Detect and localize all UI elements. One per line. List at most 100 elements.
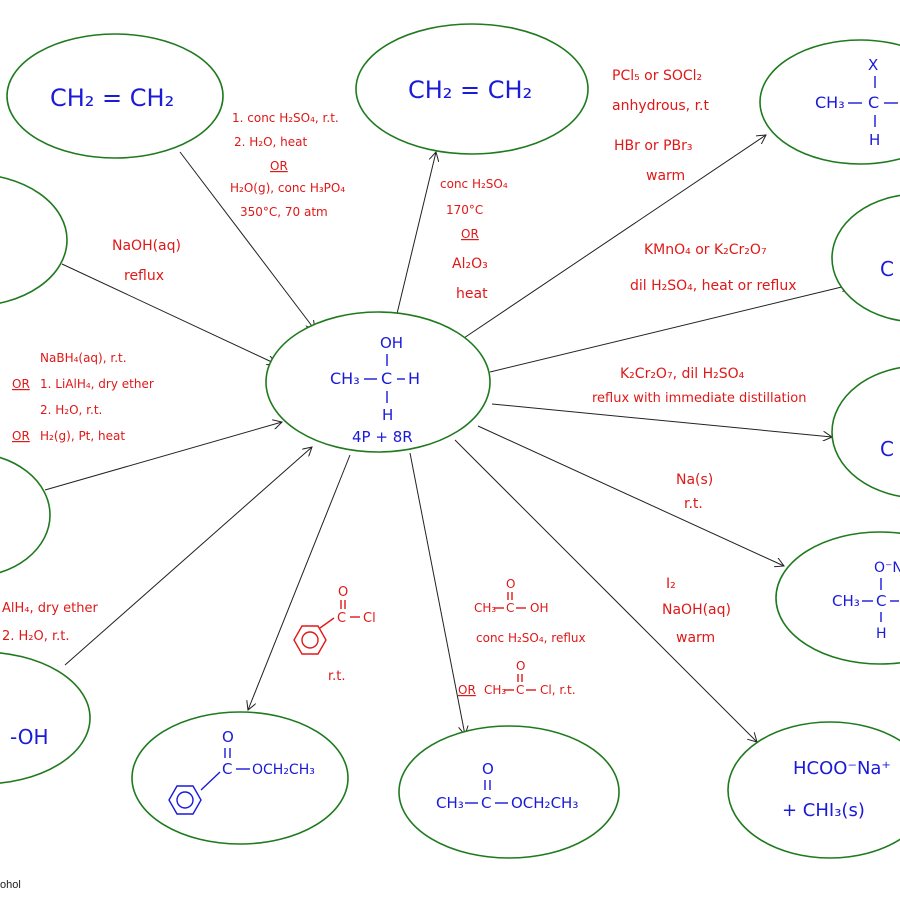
conditions-iodoform: I₂ NaOH(aq) warm (662, 576, 731, 646)
conditions-esterification: O CH₃ C OH conc H₂SO₄, reflux O OR CH₃ C… (458, 577, 586, 697)
arrow-bottom-left-to-ethanol (64, 447, 312, 666)
ester-or: OR (458, 683, 476, 697)
arrow-ethanol-to-iodoform (454, 439, 757, 742)
caption-text: ohol (0, 879, 21, 891)
iodoform-line-3: warm (676, 630, 715, 646)
hydration-line-1: 1. conc H₂SO₄, r.t. (232, 111, 339, 125)
node-bottom-left (0, 652, 91, 784)
ethanol-c: C (381, 369, 392, 388)
arrow-ethanol-to-alkoxide (477, 425, 784, 566)
oxidation-full-line-2: dil H₂SO₄, heat or reflux (630, 278, 797, 294)
ethene-top-formula: CH₂ = CH₂ (408, 76, 532, 104)
ethanol-ch3: CH₃ (330, 369, 360, 388)
arrow-ethanol-to-ethyl-ethanoate (409, 452, 465, 735)
oxidation-full-line-1: KMnO₄ or K₂Cr₂O₇ (644, 242, 767, 258)
conditions-hydration: 1. conc H₂SO₄, r.t. 2. H₂O, heat OR H₂O(… (230, 111, 345, 219)
halogenation-line-4: warm (646, 168, 685, 184)
conditions-lah: AlH₄, dry ether 2. H₂O, r.t. (2, 601, 99, 644)
aldehyde-formula: C (880, 437, 894, 461)
node-carboxylic-acid (831, 194, 900, 322)
sodium-line-2: r.t. (684, 496, 703, 512)
arrow-ethanol-to-aldehyde (491, 403, 832, 437)
iodoform-line-1: I₂ (666, 576, 676, 592)
alkoxide-o: O⁻N (874, 560, 900, 576)
ethyl-ethanoate-ch3: CH₃ (436, 794, 464, 812)
node-left-high (0, 176, 68, 304)
oxidation-partial-line-2: reflux with immediate distillation (592, 391, 806, 406)
alkoxide-c: C (876, 592, 886, 610)
node-ethanol (265, 311, 491, 453)
halogenation-line-1: PCl₅ or SOCl₂ (612, 68, 702, 84)
reduction-line-1: NaBH₄(aq), r.t. (40, 351, 127, 365)
haloalkane-c: C (868, 93, 879, 112)
acyl-chloride-o: O (338, 585, 348, 600)
hydration-line-2: 2. H₂O, heat (234, 135, 308, 149)
ethyl-ethanoate-structure: O CH₃ C OCH₂CH₃ (436, 760, 578, 812)
bottom-left-formula: -OH (10, 725, 49, 749)
node-ethene-top (355, 23, 589, 155)
ethyl-ethanoate-c: C (481, 794, 491, 812)
node-iodoform-products (727, 721, 900, 859)
dehydration-or: OR (461, 227, 479, 241)
dehydration-line-4: heat (456, 286, 488, 302)
reduction-line-4: H₂(g), Pt, heat (40, 429, 125, 443)
ester-acid-ch3: CH₃ (474, 601, 496, 615)
ester-acid-o: O (506, 577, 515, 591)
ester-acid-c: C (506, 601, 514, 615)
oxidation-partial-line-1: K₂Cr₂O₇, dil H₂SO₄ (620, 366, 745, 382)
ethyl-benzoate-structure: O C OCH₂CH₃ (168, 728, 315, 815)
conditions-reduction: NaBH₄(aq), r.t. OR 1. LiAlH₄, dry ether … (12, 351, 154, 443)
ethyl-benzoate-right: OCH₂CH₃ (252, 762, 315, 778)
arrow-ethene-to-ethanol (179, 151, 315, 330)
conditions-halogenation: PCl₅ or SOCl₂ anhydrous, r.t HBr or PBr₃… (612, 68, 709, 184)
ethanol-h-right: H (408, 369, 420, 388)
node-ethyl-benzoate (131, 711, 349, 845)
iodoform-products-line2: + CHI₃(s) (782, 800, 865, 821)
arrow-ethanol-to-haloalkane (457, 135, 766, 343)
ethyl-benzoate-c: C (222, 760, 232, 778)
acyl-chloride-cl: Cl (363, 611, 376, 626)
acyl-chloride-rt: r.t. (328, 669, 346, 684)
ester-acyl-c: C (516, 683, 524, 697)
ester-acyl-cl: Cl, r.t. (540, 683, 576, 697)
alkoxide-ch3: CH₃ (832, 592, 860, 610)
lah-line-1: AlH₄, dry ether (2, 601, 99, 616)
arrow-left-high-to-ethanol (61, 263, 276, 364)
haloalkane-ch3: CH₃ (815, 93, 845, 112)
arrows (44, 135, 850, 742)
arrow-ethanol-to-ethene (394, 152, 436, 323)
ethyl-benzoate-o: O (222, 728, 234, 746)
dehydration-line-2: 170°C (446, 203, 483, 217)
hydration-or: OR (270, 159, 288, 173)
halogenation-line-2: anhydrous, r.t (612, 98, 709, 114)
ethanol-structure: OH CH₃ C H H 4P + 8R (330, 334, 420, 446)
acyl-chloride-c: C (337, 611, 346, 626)
iodoform-line-2: NaOH(aq) (662, 602, 731, 618)
ethanol-h-bottom: H (382, 406, 393, 424)
lah-line-2: 2. H₂O, r.t. (2, 629, 70, 644)
hydration-line-4: 350°C, 70 atm (240, 205, 328, 219)
node-alkoxide (775, 531, 900, 665)
node-ethene-left (6, 33, 224, 159)
reduction-or-1: OR (12, 377, 30, 391)
alkoxide-structure: O⁻N CH₃ C H (832, 560, 900, 642)
ethene-left-formula: CH₂ = CH₂ (50, 84, 174, 112)
sodium-line-1: Na(s) (676, 472, 713, 488)
nodes (0, 23, 900, 859)
haloalkane-x: X (868, 56, 878, 74)
ester-acid-line-2: conc H₂SO₄, reflux (476, 631, 586, 645)
dehydration-line-3: Al₂O₃ (452, 256, 488, 272)
node-aldehyde (831, 366, 900, 498)
ethanol-note: 4P + 8R (352, 428, 413, 446)
reduction-line-2: 1. LiAlH₄, dry ether (40, 377, 154, 391)
conditions-dehydration: conc H₂SO₄ 170°C OR Al₂O₃ heat (440, 177, 508, 302)
ethyl-ethanoate-right: OCH₂CH₃ (511, 794, 578, 812)
conditions-sodium: Na(s) r.t. (676, 472, 713, 512)
hydrolysis-line-1: NaOH(aq) (112, 238, 181, 254)
haloalkane-structure: X CH₃ C H H (815, 56, 898, 149)
ester-acid-oh: OH (530, 601, 548, 615)
arrow-ethanol-to-acid (489, 285, 850, 373)
conditions-hydrolysis: NaOH(aq) reflux (112, 238, 181, 284)
iodoform-products-line1: HCOO⁻Na⁺ (793, 758, 891, 779)
